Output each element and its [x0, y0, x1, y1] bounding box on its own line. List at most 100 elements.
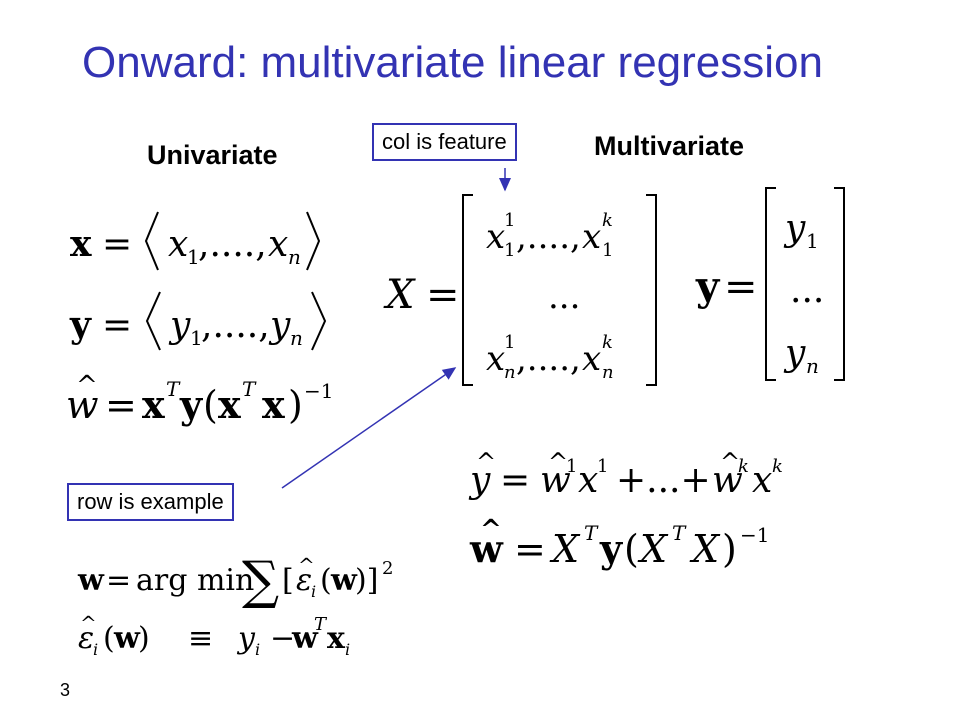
- svg-text:y: y: [783, 208, 806, 249]
- svg-text:y: y: [168, 305, 191, 346]
- svg-text:i: i: [255, 640, 260, 659]
- svg-text:,....,: ,....,: [198, 224, 267, 265]
- row-arrow: [281, 367, 457, 489]
- svg-text:T: T: [242, 377, 257, 401]
- svg-text:ε: ε: [78, 621, 94, 656]
- svg-text:k: k: [602, 332, 613, 353]
- slide-number: 3: [60, 680, 71, 700]
- svg-text:): ): [288, 383, 303, 427]
- svg-text:x: x: [218, 382, 241, 427]
- svg-text:arg min: arg min: [136, 563, 254, 598]
- svg-text:y: y: [268, 305, 291, 346]
- svg-text:n: n: [504, 362, 516, 383]
- response-vector-equation: y = y 1 ... y n: [695, 187, 845, 381]
- svg-text:x: x: [268, 224, 288, 265]
- svg-text:=: =: [514, 527, 546, 571]
- svg-text:(: (: [203, 383, 218, 427]
- svg-text:^: ^: [548, 448, 568, 476]
- svg-text:(: (: [103, 621, 115, 656]
- svg-text:T: T: [672, 521, 687, 545]
- multivariate-prediction-equation: y ^ = w ^ 1 x 1 +...+ w ^ k x k: [468, 448, 783, 501]
- residual-definition: ε ^ i ( w ) ≡ y i − w T x i: [78, 611, 350, 659]
- svg-text:2: 2: [382, 558, 393, 579]
- svg-text:≡: ≡: [188, 621, 213, 656]
- svg-text:X: X: [549, 527, 581, 571]
- svg-text:n: n: [806, 354, 819, 378]
- col-feature-annotation: col is feature: [372, 123, 517, 161]
- svg-text:i: i: [93, 640, 98, 659]
- svg-text:x: x: [70, 223, 92, 265]
- svg-text:1: 1: [504, 240, 515, 261]
- svg-text:=: =: [724, 264, 758, 310]
- svg-text:i: i: [345, 640, 350, 659]
- svg-text:^: ^: [80, 611, 97, 635]
- svg-text:w: w: [113, 621, 141, 656]
- svg-text:X: X: [383, 272, 416, 318]
- svg-text:x: x: [486, 339, 505, 379]
- svg-text:): ): [138, 621, 150, 656]
- svg-text:=: =: [106, 563, 131, 598]
- svg-text:n: n: [602, 362, 614, 383]
- svg-text:w: w: [291, 621, 319, 656]
- svg-text:,....,: ,....,: [516, 339, 581, 379]
- svg-text:x: x: [582, 217, 601, 257]
- svg-text:n: n: [288, 245, 301, 269]
- svg-text:X: X: [689, 527, 721, 571]
- svg-text:+...+: +...+: [616, 460, 711, 501]
- svg-text:^: ^: [476, 448, 496, 476]
- svg-text:1: 1: [597, 456, 608, 477]
- svg-text:k: k: [738, 456, 749, 477]
- svg-text:y: y: [468, 460, 491, 501]
- svg-text:x: x: [327, 621, 346, 656]
- svg-text:T: T: [584, 521, 599, 545]
- svg-text:y: y: [599, 526, 623, 571]
- slide-title: Onward: multivariate linear regression: [82, 38, 823, 87]
- svg-text:^: ^: [720, 448, 740, 476]
- svg-text:k: k: [602, 210, 613, 231]
- svg-text:x: x: [486, 217, 505, 257]
- svg-text:...: ...: [790, 270, 824, 311]
- svg-text:y: y: [179, 382, 203, 427]
- row-example-annotation: row is example: [67, 483, 234, 521]
- svg-text:x: x: [578, 460, 598, 501]
- svg-text:w: w: [712, 460, 743, 501]
- svg-text:=: =: [426, 272, 460, 318]
- univariate-heading: Univariate: [147, 140, 278, 170]
- svg-text:ε: ε: [296, 563, 312, 598]
- svg-text:y: y: [783, 333, 806, 374]
- svg-text:=: =: [102, 305, 132, 346]
- svg-text:1: 1: [504, 210, 515, 231]
- svg-text:): ): [722, 527, 737, 571]
- svg-text:=: =: [102, 224, 132, 265]
- svg-text:w: w: [469, 526, 504, 571]
- svg-text:T: T: [166, 377, 181, 401]
- svg-text:^: ^: [76, 371, 98, 401]
- univariate-y-equation: y = y 1 ,...., y n: [69, 291, 327, 351]
- svg-text:1: 1: [806, 229, 819, 253]
- svg-text:n: n: [290, 326, 303, 350]
- svg-text:,....,: ,....,: [201, 305, 270, 346]
- svg-text:1: 1: [504, 332, 515, 353]
- svg-text:−: −: [270, 621, 295, 656]
- svg-text:x: x: [262, 382, 285, 427]
- svg-text:1: 1: [187, 245, 200, 269]
- svg-text:w: w: [66, 383, 99, 427]
- svg-text:−1: −1: [304, 379, 333, 403]
- svg-text:...: ...: [548, 277, 580, 317]
- svg-text:=: =: [500, 460, 530, 501]
- svg-text:)]: )]: [355, 563, 378, 598]
- univariate-x-equation: x = x 1 ,...., x n: [70, 211, 321, 271]
- univariate-w-estimate: w ^ = x T y ( x T x ) −1: [66, 371, 333, 427]
- svg-text:(: (: [320, 563, 332, 598]
- svg-text:y: y: [236, 621, 256, 656]
- svg-text:1: 1: [190, 326, 203, 350]
- svg-text:k: k: [772, 456, 783, 477]
- svg-text:x: x: [752, 460, 772, 501]
- svg-text:(: (: [624, 527, 639, 571]
- svg-text:1: 1: [566, 456, 577, 477]
- multivariate-w-estimate: w ^ = X T y ( X T X ) −1: [469, 515, 769, 571]
- multivariate-heading: Multivariate: [594, 131, 745, 161]
- svg-text:x: x: [582, 339, 601, 379]
- svg-text:w: w: [540, 460, 571, 501]
